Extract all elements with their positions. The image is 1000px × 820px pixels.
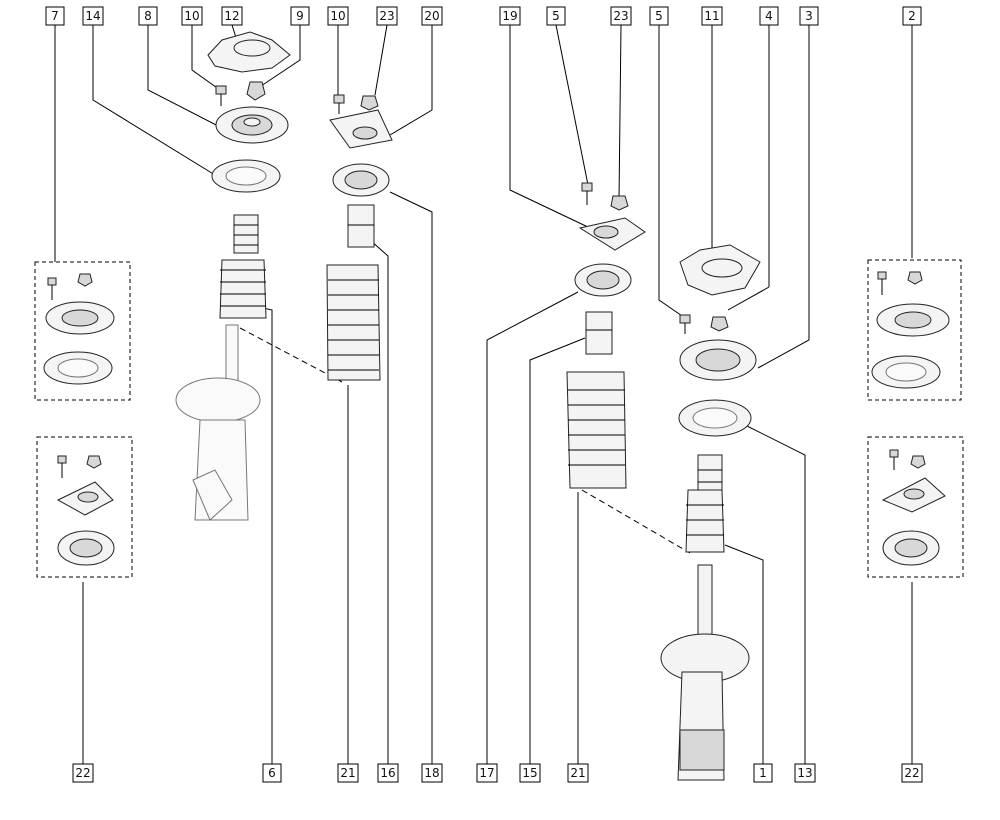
left-strut-parts (175, 31, 393, 521)
svg-text:11: 11 (704, 9, 719, 23)
callout-2: 2 (902, 6, 922, 26)
alt-assembly-boxes (34, 259, 964, 578)
callout-23a: 23 (376, 6, 398, 26)
svg-text:23: 23 (613, 9, 628, 23)
callout-21a: 21 (337, 763, 359, 783)
callout-19: 19 (499, 6, 521, 26)
svg-text:3: 3 (805, 9, 813, 23)
svg-text:5: 5 (552, 9, 560, 23)
callout-4: 4 (759, 6, 779, 26)
svg-text:19: 19 (502, 9, 517, 23)
callout-23b: 23 (610, 6, 632, 26)
svg-text:1: 1 (759, 766, 767, 780)
callouts: 7 14 8 10 12 9 10 23 20 19 5 23 5 11 4 3… (45, 6, 923, 783)
svg-text:12: 12 (224, 9, 239, 23)
callout-6: 6 (262, 763, 282, 783)
inset-parts (43, 271, 950, 566)
svg-text:21: 21 (570, 766, 585, 780)
callout-12: 12 (221, 6, 243, 26)
callout-22b: 22 (901, 763, 923, 783)
svg-text:7: 7 (51, 9, 59, 23)
svg-text:14: 14 (85, 9, 100, 23)
svg-text:20: 20 (424, 9, 439, 23)
callout-16: 16 (377, 763, 399, 783)
callout-18: 18 (421, 763, 443, 783)
callout-9: 9 (290, 6, 310, 26)
callout-10a: 10 (181, 6, 203, 26)
leader-lines (54, 24, 913, 764)
svg-text:10: 10 (330, 9, 345, 23)
callout-15: 15 (519, 763, 541, 783)
svg-text:22: 22 (75, 766, 90, 780)
svg-text:4: 4 (765, 9, 773, 23)
right-strut-parts (566, 182, 761, 781)
svg-text:15: 15 (522, 766, 537, 780)
callout-5b: 5 (649, 6, 669, 26)
svg-text:18: 18 (424, 766, 439, 780)
svg-text:5: 5 (655, 9, 663, 23)
callout-10b: 10 (327, 6, 349, 26)
svg-text:13: 13 (797, 766, 812, 780)
svg-text:16: 16 (380, 766, 395, 780)
callout-20: 20 (421, 6, 443, 26)
svg-text:8: 8 (144, 9, 152, 23)
svg-text:10: 10 (184, 9, 199, 23)
svg-text:23: 23 (379, 9, 394, 23)
svg-text:21: 21 (340, 766, 355, 780)
callout-8: 8 (138, 6, 158, 26)
callout-21b: 21 (567, 763, 589, 783)
callout-17: 17 (476, 763, 498, 783)
svg-text:9: 9 (296, 9, 304, 23)
svg-text:6: 6 (268, 766, 276, 780)
callout-3: 3 (799, 6, 819, 26)
callout-1: 1 (753, 763, 773, 783)
callout-13: 13 (794, 763, 816, 783)
callout-5a: 5 (546, 6, 566, 26)
callout-14: 14 (82, 6, 104, 26)
callout-11: 11 (701, 6, 723, 26)
svg-text:2: 2 (908, 9, 916, 23)
svg-text:22: 22 (904, 766, 919, 780)
callout-7: 7 (45, 6, 65, 26)
callout-22a: 22 (72, 763, 94, 783)
svg-text:17: 17 (479, 766, 494, 780)
